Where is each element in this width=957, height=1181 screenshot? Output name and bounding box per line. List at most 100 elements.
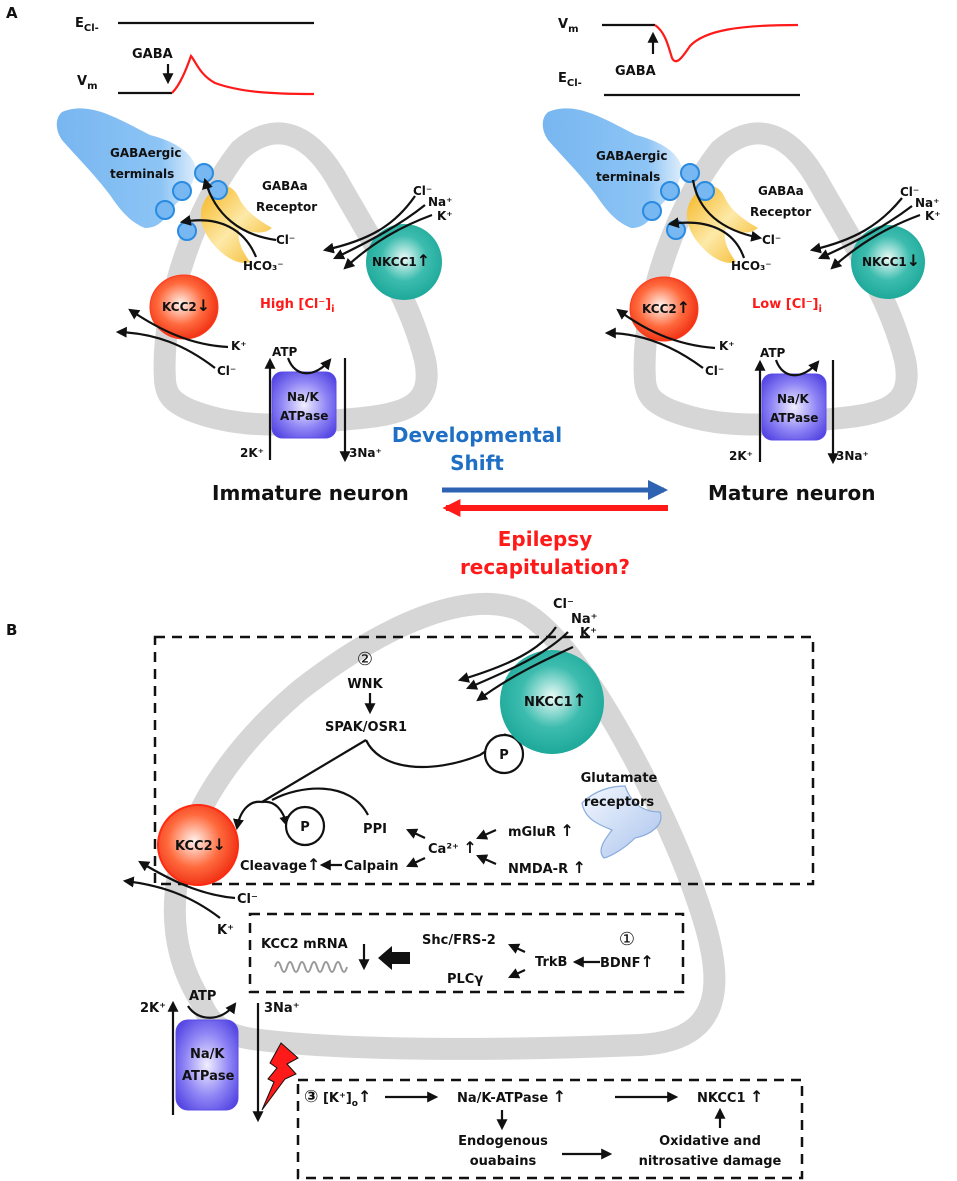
ecl-label: ECl- — [558, 71, 582, 89]
atp-label: ATP — [189, 989, 216, 1004]
panel-b-label: B — [6, 621, 17, 639]
pump-k-label: 2K⁺ — [729, 449, 753, 463]
terminals-label-1: GABAergic — [110, 146, 181, 160]
plc-label: PLCγ — [447, 972, 483, 987]
kcc2-cl-arrow-icon — [115, 326, 216, 369]
nkcc1-cl-arrow-icon — [322, 195, 416, 254]
cl-influx-arrow-icon — [691, 179, 763, 242]
mglur-arrow-icon — [475, 828, 497, 840]
kcc2-transporter — [629, 276, 699, 342]
pump-label-1: Na/K — [777, 392, 810, 406]
terminals-label-2: terminals — [110, 167, 174, 181]
epilepsy-label-1: Epilepsy — [498, 527, 593, 551]
atp-arrow-icon — [774, 359, 820, 377]
gabaa-receptor-shape — [200, 185, 272, 263]
gaba-terminal-shape — [56, 108, 196, 228]
kcc2-arrow-icon — [233, 800, 263, 831]
kcc2-transporter — [157, 804, 239, 886]
mglur-label: mGluR ↑ — [508, 821, 574, 840]
nkcc1-label: NKCC1↑ — [524, 691, 587, 711]
shc-label: Shc/FRS-2 — [422, 933, 496, 948]
kcc2-ion-cl: Cl⁻ — [705, 364, 724, 378]
nkcc1-cl-arrow-icon — [809, 197, 903, 254]
membrane-outline — [163, 592, 726, 1060]
kcc2-ion-k: K⁺ — [719, 339, 735, 353]
receptor-label-2: Receptor — [750, 205, 811, 219]
pump-label-2: ATPase — [770, 411, 818, 425]
marker-3: ③ [K⁺]o↑ — [304, 1087, 371, 1109]
membrane-outline — [153, 122, 438, 436]
lightning-bolt-icon — [261, 1042, 299, 1111]
gaba-label: GABA — [132, 47, 173, 62]
ca-to-ppi-arrow-icon — [406, 828, 426, 839]
phospho-kcc2 — [284, 805, 326, 847]
pump-label-2: ATPase — [182, 1069, 235, 1084]
nkcc1-na-arrow-icon — [465, 631, 569, 690]
trkb-label: TrkB — [535, 955, 567, 970]
block-arrow-icon — [378, 946, 410, 970]
phospho-nkcc1 — [483, 733, 525, 775]
cleavage-label: Cleavage↑ — [240, 855, 320, 874]
pump-k-label: 2K⁺ — [140, 1001, 166, 1016]
trkb-to-plc-arrow-icon — [508, 968, 526, 979]
cl-label: Cl⁻ — [276, 233, 295, 247]
vm-label: Vm — [77, 74, 97, 92]
nkcc1-ion-cl: Cl⁻ — [413, 184, 432, 198]
membrane-outline — [633, 122, 918, 436]
kcc2-label: KCC2↑ — [642, 298, 690, 317]
vesicle — [194, 163, 214, 183]
nkcc1-ion-na: Na⁺ — [915, 196, 939, 210]
vm-hyperpolarization-trace — [654, 23, 799, 63]
cl-label: Cl⁻ — [762, 233, 781, 247]
vm-depolarization-trace — [171, 53, 315, 96]
ppi-curve — [271, 787, 369, 816]
kcc2-label: KCC2↓ — [175, 835, 226, 854]
phospho-arrow-icon — [261, 800, 291, 828]
nmdar-arrow-icon — [475, 854, 497, 866]
mrna-strand-icon — [274, 961, 348, 973]
p-label-1: P — [499, 748, 509, 763]
vesicle — [155, 200, 175, 220]
nkcc1-k-arrow-icon — [476, 646, 574, 702]
receptor-label-1: GABAa — [262, 179, 308, 193]
atp-arrow-icon — [187, 1002, 237, 1019]
marker-1: ① — [619, 929, 635, 950]
atp-label: ATP — [760, 346, 786, 360]
kcc2-ion-k: K⁺ — [231, 339, 247, 353]
marker-2: ② — [357, 649, 373, 670]
kcc2-ion-cl: Cl⁻ — [217, 364, 236, 378]
pump-na-label: 3Na⁺ — [836, 449, 869, 463]
kcc2-k-arrow-icon — [616, 308, 716, 350]
pump-na-label: 3Na⁺ — [264, 1001, 300, 1016]
ouabain-label-2: ouabains — [470, 1154, 537, 1169]
developmental-shift: Developmental Shift Epilepsy recapitulat… — [392, 423, 668, 579]
nkcc1-ion-na: Na⁺ — [428, 195, 452, 209]
hco3-label: HCO₃⁻ — [243, 259, 284, 273]
immature-neuron: ECl- Vm GABA GABAergic terminals GABAa R… — [56, 16, 453, 505]
ouabain-label-1: Endogenous — [458, 1134, 548, 1149]
damage-label-2: nitrosative damage — [639, 1154, 782, 1169]
wnk-label: WNK — [347, 677, 383, 692]
hco3-arrow-icon — [667, 217, 746, 259]
terminals-label-1: GABAergic — [596, 149, 667, 163]
atp-label: ATP — [272, 345, 298, 359]
nkcc1-transporter — [366, 224, 442, 300]
trkb-to-shc-arrow-icon — [508, 943, 526, 954]
gaba-terminal-shape — [542, 108, 682, 228]
pump-label-2: ATPase — [280, 409, 328, 423]
damage-label-1: Oxidative and — [659, 1134, 761, 1149]
vesicle — [660, 181, 680, 201]
kcc2-mrna-label: KCC2 mRNA — [261, 937, 348, 952]
nkcc1-label: NKCC1 ↑ — [697, 1087, 763, 1106]
glutamate-label-1: Glutamate — [581, 771, 658, 786]
na-k-atpase-pump — [761, 373, 827, 441]
kcc2-k-arrow-icon — [122, 876, 221, 919]
nkcc1-ion-k: K⁺ — [925, 209, 941, 223]
kcc2-ion-cl: Cl⁻ — [237, 892, 258, 907]
epilepsy-label-2: recapitulation? — [460, 555, 630, 579]
pump-na-label: 3Na⁺ — [349, 446, 382, 460]
receptor-label-1: GABAa — [758, 184, 804, 198]
nkcc1-k-arrow-icon — [343, 213, 433, 270]
na-k-atpase-pump — [271, 371, 337, 439]
